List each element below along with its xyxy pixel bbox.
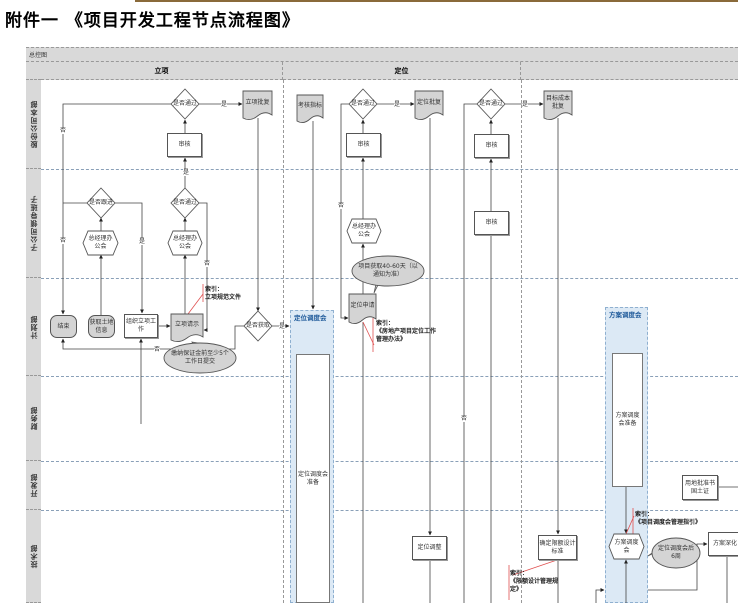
limit-design-standard: 确定限额设计标准	[538, 535, 577, 560]
decision-lx-pass-2: 是否通过	[173, 199, 198, 206]
yes-label: 是	[221, 101, 228, 108]
end-terminal: 结束	[50, 315, 77, 338]
connector-line	[595, 588, 605, 603]
index-link-line	[187, 293, 204, 315]
cost-review-box-1: 审核	[474, 134, 509, 158]
no-label: 否	[461, 415, 468, 422]
lx-review-box: 审核	[167, 133, 202, 157]
gm-office-meeting-3: 总经理办公会	[351, 223, 376, 238]
doc-dw-request: 定位申请	[350, 302, 375, 309]
no-label: 否	[204, 260, 211, 267]
organize-project-box: 组织立项工作	[124, 314, 158, 338]
callout-40-60-days-shape	[351, 255, 425, 287]
callout-deposit: 缴纳保证金前至少5个工作日提交	[171, 350, 229, 365]
lane-label-finance: 财务部	[26, 376, 41, 461]
decision-dw-pass: 是否通过	[351, 100, 376, 107]
decision-cost-pass: 是否通过	[479, 100, 504, 107]
doc-dw-approve-shape	[414, 90, 444, 121]
doc-cost-approve-shape	[543, 90, 573, 121]
doc-dw-approve: 定位批复	[416, 98, 441, 106]
doc-kpi-shape	[296, 94, 324, 124]
connector-line	[61, 325, 244, 350]
no-label: 否	[60, 237, 67, 244]
phase-divider	[283, 80, 284, 603]
gm-office-meeting-1: 总经理办公会	[88, 235, 113, 250]
callout-6-weeks-shape	[651, 537, 701, 569]
decision-cost-pass-shape	[476, 88, 506, 120]
dw-meeting-prep: 定位调度会准备	[296, 354, 330, 603]
phase-dingwei: 定位	[283, 62, 521, 80]
connector-line	[648, 542, 708, 591]
yes-label: 是	[522, 101, 529, 108]
decision-lx-pass-shape	[170, 88, 200, 120]
callout-deposit-shape	[163, 342, 237, 374]
callout-6-weeks: 定位调度会后6周	[658, 545, 695, 560]
index-link-line	[512, 559, 558, 576]
index-lx-docs: 索引： 立项规范文件	[205, 286, 242, 301]
phase-divider	[521, 80, 522, 603]
gm-office-meeting-1-shape	[82, 230, 119, 256]
decision-dw-pass-shape	[348, 88, 378, 120]
get-land-info: 获取土地信息	[88, 315, 115, 338]
index-link-line	[362, 321, 375, 346]
phase-lixiang: 立项	[41, 62, 283, 80]
connector-line	[115, 202, 144, 314]
lane-divider	[41, 510, 738, 511]
index-limit-design: 索引： 《限额设计管理规定》	[510, 570, 559, 593]
lane-label-development: 开发部	[26, 461, 41, 510]
corner-cell	[26, 62, 41, 80]
page-title: 附件一 《项目开发工程节点流程图》	[5, 11, 300, 31]
scheme-meeting: 方案调度会	[614, 538, 639, 554]
land-certificate: 用地批准书国土证	[682, 475, 718, 500]
gm-office-meeting-2-shape	[167, 230, 203, 256]
decision-acquired-shape	[243, 310, 273, 342]
no-label: 否	[154, 346, 161, 353]
doc-lx-approve: 立项批复	[245, 98, 270, 106]
lane-divider	[41, 169, 738, 170]
yes-label: 是	[139, 238, 146, 245]
top-rule	[135, 0, 738, 2]
no-label: 否	[338, 202, 345, 209]
lane-label-planning: 计划部	[26, 278, 41, 376]
decision-lx-pass-2-shape	[170, 187, 200, 219]
cost-review-box-2: 审核	[474, 211, 509, 235]
phase-next	[521, 62, 738, 80]
connector-line	[340, 103, 349, 320]
lane-label-hq: 股份公司本部	[26, 80, 41, 169]
doc-cost-approve: 目标成本批复	[545, 94, 570, 110]
decision-follow-shape	[86, 187, 116, 219]
doc-dw-request-shape	[348, 293, 377, 325]
yes-label: 是	[279, 323, 286, 330]
scheme-meeting-shape	[608, 533, 645, 560]
no-label: 否	[60, 127, 67, 134]
lane-divider	[41, 376, 738, 377]
gm-office-meeting-2: 总经理办公会	[172, 235, 197, 250]
yes-label: 是	[183, 169, 190, 176]
yes-label: 是	[394, 101, 401, 108]
decision-follow: 是否跟进	[89, 199, 114, 206]
doc-lx-request: 立项请示	[174, 321, 199, 328]
decision-lx-pass: 是否通过	[173, 100, 198, 107]
connector-line	[61, 103, 171, 315]
gm-office-meeting-3-shape	[346, 218, 382, 244]
dw-review-box: 审核	[346, 133, 381, 157]
index-dw-rules: 索引： 《房地产项目定位工作管理办法》	[376, 320, 437, 343]
lane-label-sub-leadership: 子公司领导班子	[26, 169, 41, 278]
decision-acquired: 是否获取	[246, 322, 271, 329]
doc-lx-approve-shape	[242, 90, 273, 121]
doc-kpi: 考核指标	[297, 102, 322, 109]
scheme-meeting-prep: 方案调度会准备	[612, 353, 643, 487]
scheme-deepen: 方案深化	[708, 532, 738, 556]
callout-40-60-days: 项目获取40-60天（以通知为准）	[358, 263, 418, 278]
diagram-header: 总控图	[26, 47, 738, 62]
doc-lx-request-shape	[170, 313, 204, 343]
index-meeting-guide: 索引： 《项目调度会管理指引》	[635, 511, 702, 526]
lane-divider	[41, 461, 738, 462]
dw-adjust-box: 定位调整	[412, 536, 447, 560]
connector-line	[463, 103, 477, 603]
